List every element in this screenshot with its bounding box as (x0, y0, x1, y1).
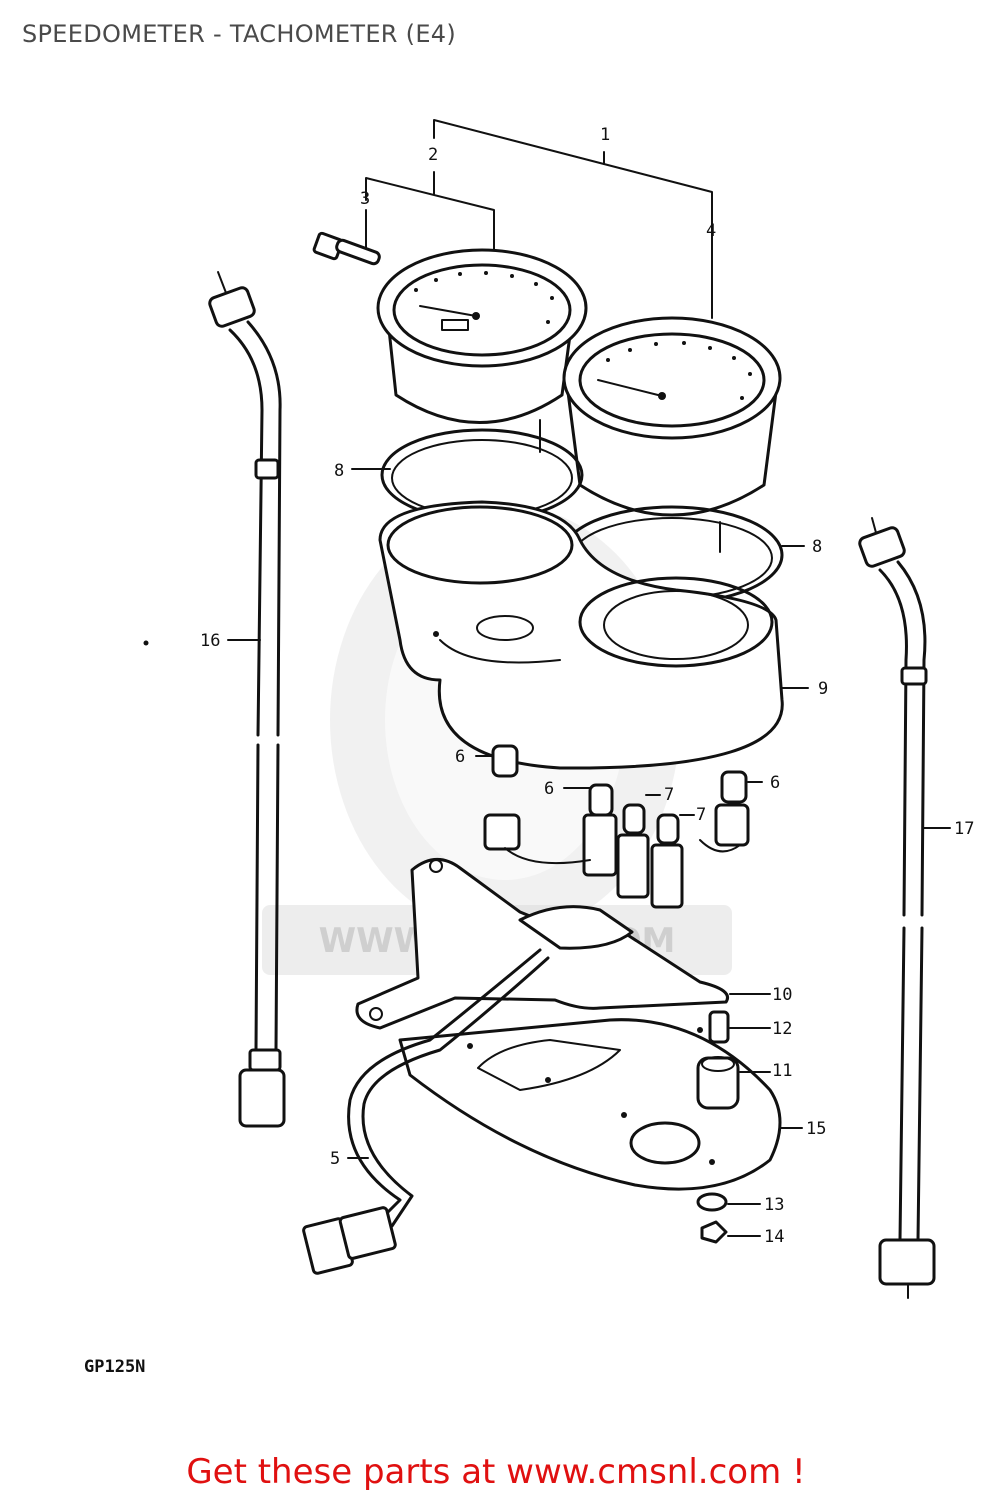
callout-6a: 6 (455, 747, 465, 767)
footer-link-text[interactable]: Get these parts at www.cmsnl.com ! (186, 1452, 806, 1492)
callout-10: 10 (772, 985, 792, 1005)
tachometer-gauge (562, 316, 782, 553)
part-9-housing (378, 500, 784, 770)
part-15-baseplate (398, 1018, 782, 1191)
callout-11: 11 (772, 1061, 792, 1081)
callout-2: 2 (428, 145, 438, 165)
part-10-bracket (355, 858, 729, 1030)
callout-15: 15 (806, 1119, 826, 1139)
callout-13: 13 (764, 1195, 784, 1215)
speedometer-gauge (376, 248, 588, 453)
bulb-sockets (483, 744, 750, 909)
callout-9: 9 (818, 679, 828, 699)
part-13-washer (696, 1192, 728, 1212)
part-14-nut (700, 1220, 728, 1244)
callout-12: 12 (772, 1019, 792, 1039)
page-title: SPEEDOMETER - TACHOMETER (E4) (22, 20, 457, 48)
callout-1: 1 (600, 125, 610, 145)
callout-8b: 8 (812, 537, 822, 557)
leader-brackets (365, 119, 713, 319)
callout-17: 17 (954, 819, 974, 839)
callout-4: 4 (706, 221, 716, 241)
callout-3: 3 (360, 189, 370, 209)
callout-7a: 7 (664, 785, 674, 805)
callout-7b: 7 (696, 805, 706, 825)
callout-8a: 8 (334, 461, 344, 481)
callout-6b: 6 (544, 779, 554, 799)
part-12-collar (708, 1010, 730, 1044)
callout-leaders (227, 468, 951, 1237)
callout-5: 5 (330, 1149, 340, 1169)
part-11-grommet (696, 1056, 740, 1110)
callout-numbers: 1 2 3 4 5 6 6 6 7 7 8 8 9 10 11 12 13 14… (200, 125, 974, 1247)
part-3-screw (312, 231, 381, 266)
part-16-speedo-cable (143, 271, 286, 1128)
callout-16: 16 (200, 631, 220, 651)
callout-14: 14 (764, 1227, 784, 1247)
part-5-harness (302, 948, 550, 1275)
model-code: GP125N (84, 1357, 145, 1377)
callout-6c: 6 (770, 773, 780, 793)
part-17-tacho-cable (858, 517, 936, 1299)
